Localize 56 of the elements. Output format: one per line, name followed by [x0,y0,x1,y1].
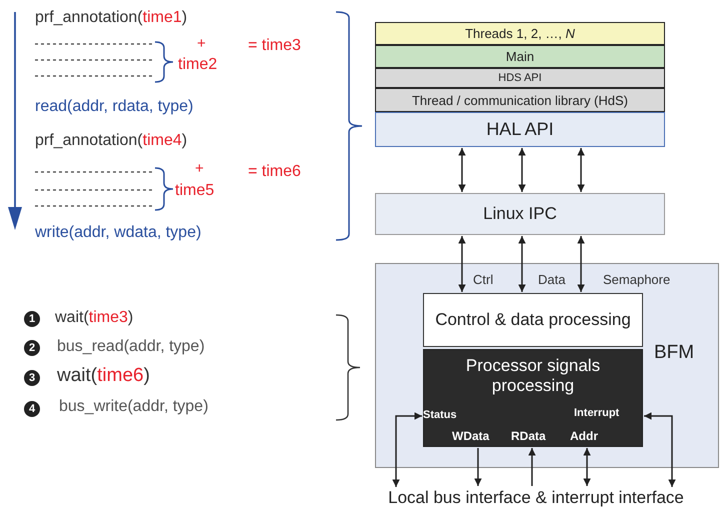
edge-label: Data [537,273,566,286]
box-text: Thread / communication library (HdS) [412,92,628,108]
signal-name: RData [511,430,546,442]
time-label: = time3 [248,38,301,54]
process-box [423,293,643,347]
time-label: time2 [178,57,218,73]
layer-box [375,88,665,112]
signal-name: Interrupt [574,408,620,419]
arrow [577,148,585,192]
code-line: write(addr, wdata, type) [35,225,202,241]
box-text: HAL API [486,119,554,140]
callout-number: 3 [24,370,40,386]
callout-number: 1 [24,311,40,327]
code-line: wait(time3) [55,310,134,326]
edge-label: Semaphore [602,273,672,286]
arrow [528,448,536,486]
box-text: Main [506,49,534,64]
code-line: bus_write(addr, type) [59,399,208,415]
box-text: Linux IPC [483,204,557,224]
arrow [577,236,585,292]
code-line: prf_annotation(time1) [35,10,188,26]
layer-box [375,22,665,45]
arrow [518,148,526,192]
arrow [474,448,482,486]
signal-name: Addr [570,430,598,442]
box-text: HDS API [498,72,542,84]
process-box [423,349,643,447]
plus-sign: + [197,36,206,51]
arrow [458,148,466,192]
time-label: time5 [175,183,214,199]
layer-box [375,45,665,68]
edge-label: Ctrl [472,273,494,286]
box-text: BFM [654,342,694,364]
arrow [644,412,676,487]
signal-name: WData [452,430,490,442]
layer-box [375,112,665,147]
callout-number: 2 [24,340,40,356]
box-text: Processor signals processing [464,356,602,396]
code-line: bus_read(addr, type) [57,339,205,355]
arrow [458,236,466,292]
box-text: Threads 1, 2, …, N [465,26,575,41]
process-box [375,193,665,235]
layer-box [375,68,665,88]
module-box [375,263,719,468]
signal-name: Status [423,410,457,421]
code-line: wait(time6) [57,366,150,385]
plus-sign: + [195,161,204,176]
arrow [518,236,526,292]
arrow [392,412,422,487]
time-label: = time6 [248,164,301,180]
code-line: prf_annotation(time4) [35,133,188,149]
code-line: read(addr, rdata, type) [35,99,194,115]
callout-number: 4 [24,401,40,417]
arrow [583,448,591,486]
box-text: Local bus interface & interrupt interface [388,488,684,508]
box-text: Control & data processing [435,310,631,330]
